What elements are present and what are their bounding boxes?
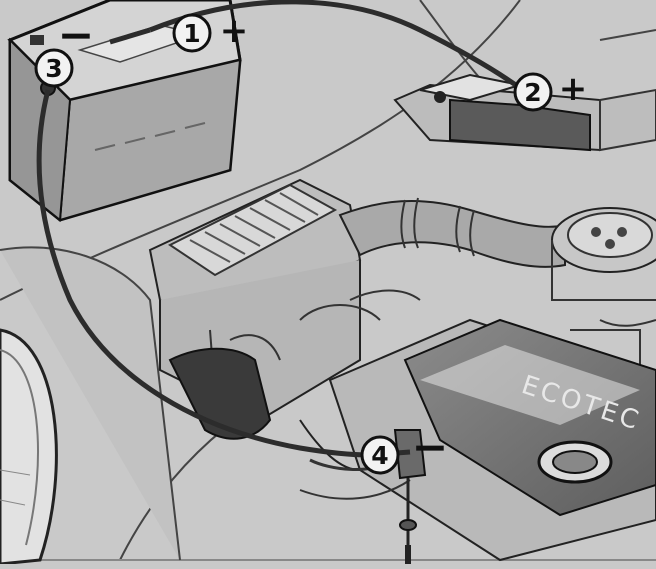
callout-4-sign: − [412, 422, 449, 473]
callout-2-sign: + [559, 69, 588, 109]
callout-3-sign: − [58, 10, 95, 61]
callout-1-sign: + [220, 11, 249, 51]
positive-cable-end [109, 27, 151, 45]
negative-cable [36, 89, 371, 458]
callout-2: 2 + [513, 69, 588, 112]
reservoir-cap [551, 207, 656, 301]
dipstick [399, 478, 417, 564]
callout-2-number: 2 [524, 78, 541, 107]
positive-cable [149, 0, 522, 91]
coolant-hose [168, 347, 272, 440]
headlamp [0, 328, 58, 566]
oil-filler-cap [537, 440, 613, 484]
callout-1: 1 + [172, 11, 249, 53]
callout-3-number: 3 [45, 54, 62, 83]
callout-3: 3 − [34, 10, 95, 88]
callout-4-number: 4 [371, 441, 388, 470]
callout-4: 4 − [360, 422, 449, 475]
donor-battery [7, 0, 242, 222]
engine-hoses [229, 289, 656, 370]
callout-1-number: 1 [183, 19, 200, 48]
intake-hose [338, 197, 566, 268]
fender-edge [0, 246, 181, 561]
